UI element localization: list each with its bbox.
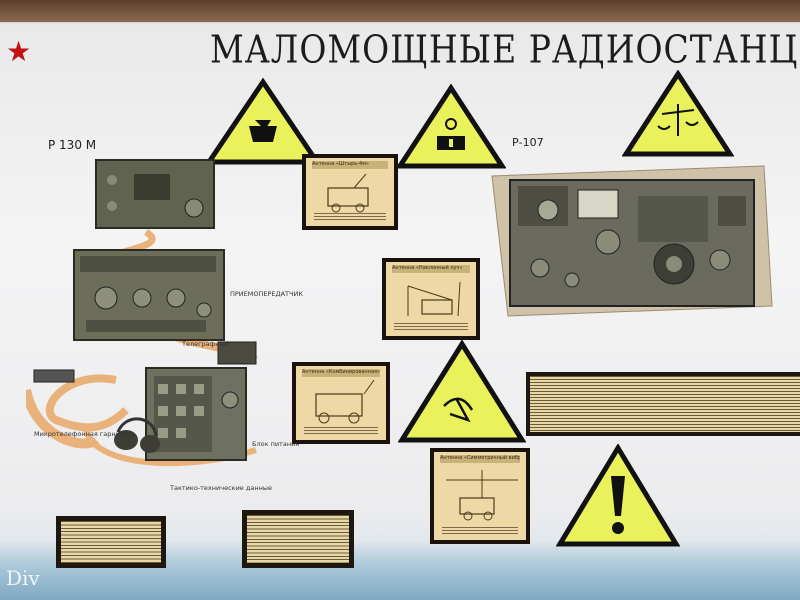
warning-sign-scales-icon [622,70,734,157]
poster-title: МАЛОМОЩНЫЕ РАДИОСТАНЦИИ [210,27,800,72]
antenna-vehicle-drawing [327,173,369,213]
antenna-card: Антенна «Симметричный вибратор» [430,448,530,544]
r107-equipment-drawing [491,165,773,317]
antenna-card-caption: Антенна «Симметричный вибратор» [440,455,520,463]
label-transceiver: ПРИЕМОПЕРЕДАТЧИК [230,290,303,298]
antenna-card: Антенна «Комбинированная» [292,362,390,444]
antenna-card: Антенна «Штырь-4м» [302,154,398,230]
label-specs: Тактико-технические данные [170,484,272,492]
antenna-card-caption: Антенна «Штырь-4м» [312,161,388,169]
label-telegraph: Телеграфный [182,340,229,348]
antenna-vehicle-drawing [446,470,518,521]
warning-sign-vehicle-icon [205,78,321,165]
warning-sign-exclamation-icon [556,444,680,547]
right-station-label: Р-107 [512,136,544,149]
r130m-equipment-drawing [26,159,258,467]
antenna-card-caption: Антенна «Комбинированная» [302,369,380,377]
antenna-vehicle-drawing [407,281,461,317]
watermark-text: Div [6,566,40,590]
antenna-card-caption: Антенна «Наклонный луч» [392,265,470,273]
warning-sign-target-icon [396,84,506,169]
text-panel [242,510,354,568]
left-station-label: Р 130 М [48,138,97,152]
antenna-vehicle-drawing [315,380,375,424]
label-power: Блок питания [252,440,300,448]
wooden-frame [0,0,800,22]
label-headset: Микротелефонная гарнитура [34,430,136,438]
text-panel [56,516,166,568]
red-star-icon: ★ [6,35,32,68]
antenna-card: Антенна «Наклонный луч» [382,258,480,340]
text-panel-wide [526,372,800,436]
warning-sign-eye-icon [398,340,526,443]
